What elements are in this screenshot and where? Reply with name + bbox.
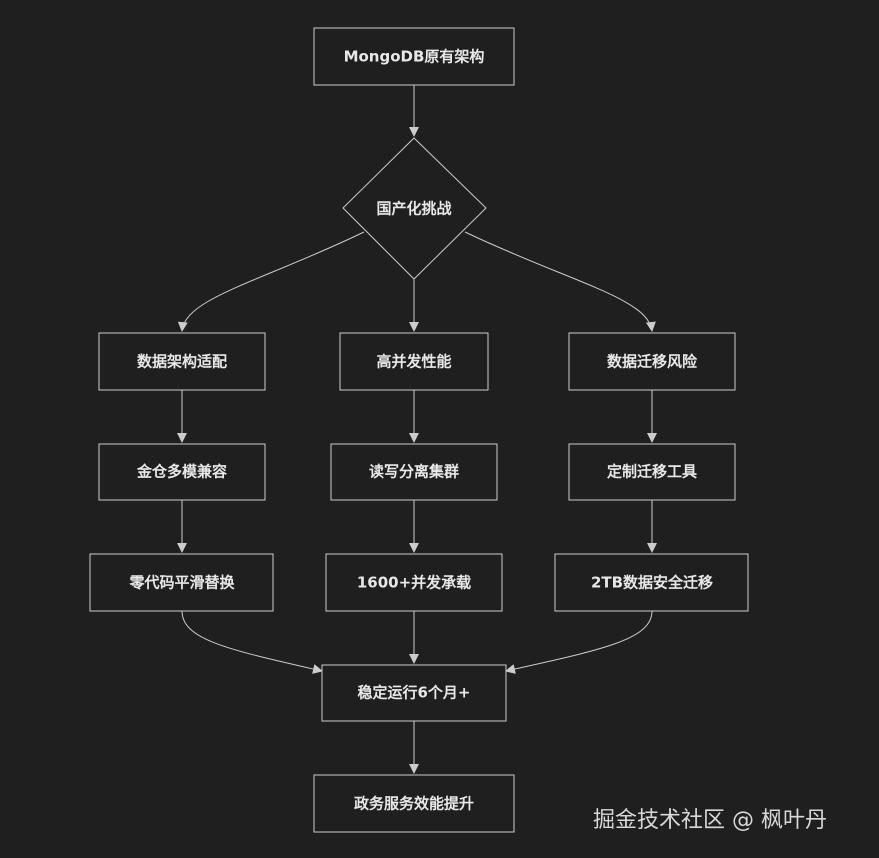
node-rw-cluster: 读写分离集群 bbox=[330, 443, 498, 501]
node-safe-migration-label: 2TB数据安全迁移 bbox=[591, 574, 713, 592]
node-stable-label: 稳定运行6个月+ bbox=[357, 684, 470, 702]
node-challenge: 国产化挑战 bbox=[342, 137, 487, 280]
node-efficiency-label: 政务服务效能提升 bbox=[354, 795, 474, 813]
node-challenge-label: 国产化挑战 bbox=[376, 200, 451, 218]
node-start: MongoDB原有架构 bbox=[313, 27, 515, 86]
node-migration-risk-label: 数据迁移风险 bbox=[607, 353, 698, 371]
node-perf-label: 高并发性能 bbox=[376, 353, 451, 371]
node-schema: 数据架构适配 bbox=[98, 332, 266, 391]
node-zero-code-label: 零代码平滑替换 bbox=[128, 574, 235, 592]
node-rw-cluster-label: 读写分离集群 bbox=[369, 463, 459, 481]
node-compat-label: 金仓多模兼容 bbox=[136, 463, 227, 481]
edge-challenge-migration-risk bbox=[464, 231, 656, 332]
node-concurrency: 1600+并发承载 bbox=[325, 553, 503, 612]
node-stable: 稳定运行6个月+ bbox=[321, 664, 507, 722]
node-tools-label: 定制迁移工具 bbox=[607, 463, 697, 481]
node-schema-label: 数据架构适配 bbox=[137, 353, 227, 371]
node-zero-code: 零代码平滑替换 bbox=[89, 553, 274, 612]
edge-safe-migration-stable bbox=[505, 610, 653, 674]
edge-zero-code-stable bbox=[181, 610, 323, 674]
node-efficiency: 政务服务效能提升 bbox=[313, 774, 515, 833]
edge-challenge-schema bbox=[177, 231, 365, 332]
node-safe-migration: 2TB数据安全迁移 bbox=[554, 553, 749, 612]
watermark: 掘金技术社区 @ 枫叶丹 bbox=[593, 808, 827, 833]
node-concurrency-label: 1600+并发承载 bbox=[357, 574, 471, 592]
node-compat: 金仓多模兼容 bbox=[98, 443, 266, 501]
edges bbox=[177, 85, 657, 774]
node-start-label: MongoDB原有架构 bbox=[344, 48, 485, 66]
node-tools: 定制迁移工具 bbox=[568, 443, 736, 501]
node-migration-risk: 数据迁移风险 bbox=[568, 332, 736, 391]
node-perf: 高并发性能 bbox=[339, 332, 489, 391]
